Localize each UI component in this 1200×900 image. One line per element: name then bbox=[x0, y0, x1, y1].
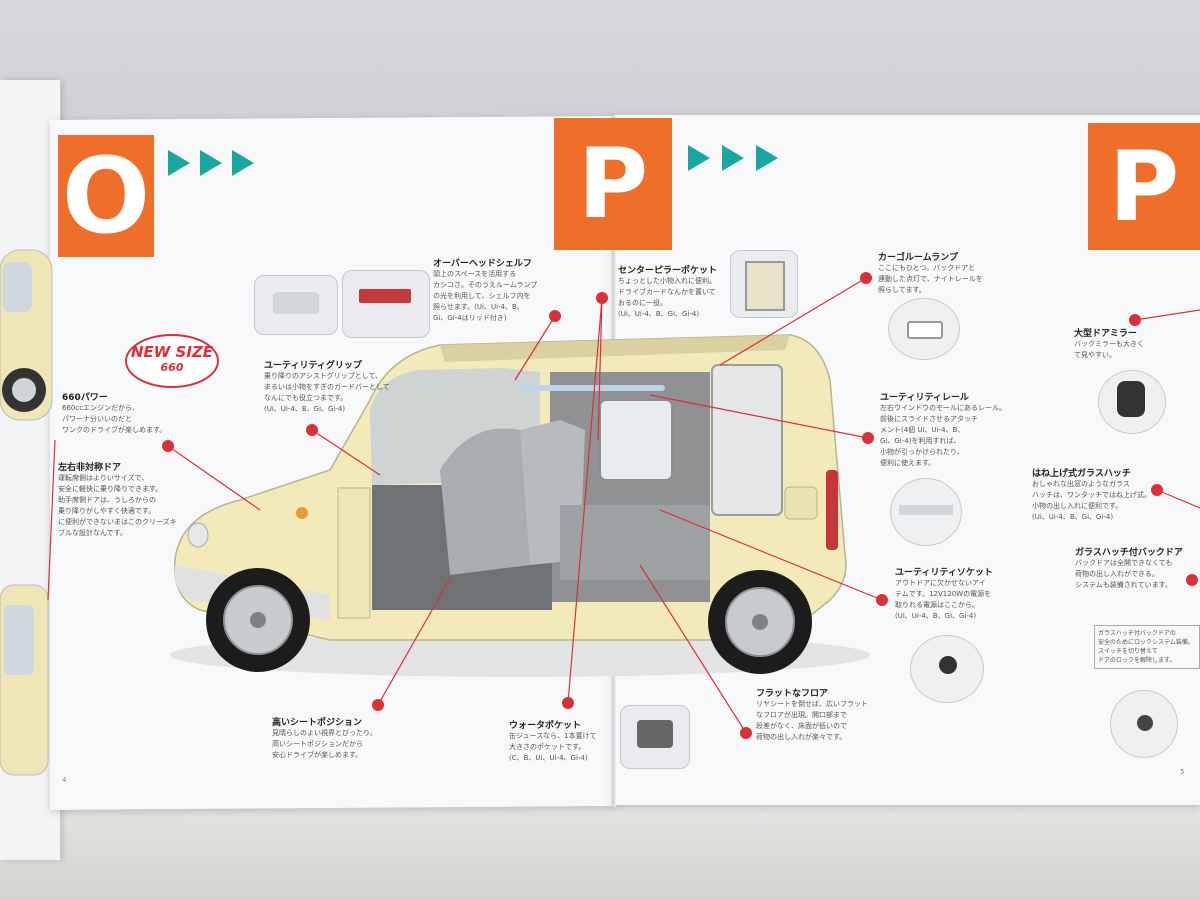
callout-body: 乗り降りのアシストグリップとして、 まるいは小物をすぎのガードバーとして なんに… bbox=[264, 372, 390, 413]
callout-title: 660パワー bbox=[62, 393, 108, 403]
callout-title: フラットなフロア bbox=[756, 689, 829, 699]
callout-body: 見晴らしのよい視界とぴったり。 高いシートポジションだから 安心ドライブが楽しめ… bbox=[272, 729, 377, 759]
note-body: ガラスハッチ付バックドアの 安全のためにロックシステム装備。 スイッチを切り替え… bbox=[1098, 630, 1194, 664]
badge-line2: 660 bbox=[160, 361, 184, 374]
callout-body: 頭上のスペースを活用する カシコさ。そのうえルームランプ の光を利用して、シェル… bbox=[433, 270, 538, 322]
callout-marker bbox=[860, 272, 872, 284]
callout-marker bbox=[1151, 484, 1163, 496]
callout-back-door: ガラスハッチ付バックドア バックドアは全開できなくても 荷物の出し入れができる。… bbox=[1075, 545, 1197, 591]
door-mirror-photo bbox=[1098, 370, 1166, 434]
callout-title: オーバーヘッドシェルフ bbox=[433, 259, 532, 269]
callout-marker bbox=[740, 727, 752, 739]
water-pocket-photo bbox=[620, 705, 690, 769]
callout-door: 左右非対称ドア 運転席側はよりいサイズで、 安全に軽快に乗り降りできます。 助手… bbox=[58, 460, 233, 539]
arrow-icon bbox=[200, 150, 222, 176]
callout-body: 左右ウインドウのモールにあるレール。 前後にスライドさせるアタッチ メント(4個… bbox=[880, 404, 1006, 467]
callout-title: センターピラーポケット bbox=[618, 266, 718, 276]
utility-rail-photo bbox=[890, 478, 962, 546]
callout-title: ガラスハッチ付バックドア bbox=[1075, 548, 1183, 558]
callout-marker bbox=[862, 432, 874, 444]
callout-body: バックミラーも大きく て見やすい。 bbox=[1074, 340, 1144, 359]
callout-overhead-shelf: オーバーヘッドシェルフ 頭上のスペースを活用する カシコさ。そのうえルームランプ… bbox=[433, 256, 568, 324]
center-pillar-pocket-photo bbox=[730, 250, 798, 318]
arrow-icon bbox=[722, 145, 744, 171]
callout-marker bbox=[876, 594, 888, 606]
callout-marker bbox=[562, 697, 574, 709]
callout-marker bbox=[596, 292, 608, 304]
previous-page-car-images bbox=[0, 249, 53, 776]
arrow-icon bbox=[756, 145, 778, 171]
cargo-lamp-photo bbox=[888, 298, 960, 360]
callout-power: 660パワー 660ccエンジンだから、 パワーナ分いいのだと ワンクのドライブ… bbox=[62, 390, 237, 436]
callout-body: ちょっとした小物入れに便利。 ドライブカードなんかを置いて おるのに一役。 (U… bbox=[618, 277, 716, 318]
utility-socket-photo bbox=[910, 635, 984, 703]
arrow-icon bbox=[688, 145, 710, 171]
hatch-lock-note: ガラスハッチ付バックドアの 安全のためにロックシステム装備。 スイッチを切り替え… bbox=[1094, 625, 1200, 669]
callout-title: 左右非対称ドア bbox=[58, 463, 122, 473]
arrow-icon bbox=[168, 150, 190, 176]
callout-title: 大型ドアミラー bbox=[1074, 329, 1137, 339]
callout-body: リヤシートを倒せば、広いフラット なフロアが出現。開口部まで 段差がなく、床面が… bbox=[756, 700, 868, 741]
callout-title: ユーティリティソケット bbox=[895, 568, 993, 578]
callout-title: ウォータポケット bbox=[509, 721, 582, 731]
callout-title: はね上げ式ガラスハッチ bbox=[1032, 469, 1131, 479]
callout-utility-socket: ユーティリティソケット アウトドアに欠かせないアイ テムです。12V120Wの電… bbox=[895, 565, 1045, 622]
callout-title: ユーティリティグリップ bbox=[264, 361, 362, 371]
callout-body: 缶ジュースなら、1本置けて 大きさのポケットです。 (C、B、Ui、Ui-4、G… bbox=[509, 732, 597, 762]
callout-flat-floor: フラットなフロア リヤシートを倒せば、広いフラット なフロアが出現。開口部まで … bbox=[756, 686, 906, 743]
callout-title: ユーティリティレール bbox=[880, 393, 969, 403]
callout-body: おしゃれな出窓のようなガラス ハッチは、ワンタッチではね上げ式。 小物の出し入れ… bbox=[1032, 480, 1151, 521]
overhead-shelf-photo bbox=[254, 275, 338, 335]
section-letter-right: P bbox=[1088, 123, 1200, 250]
callout-body: 運転席側はよりいサイズで、 安全に軽快に乗り降りできます。 助手席側ドアは、うし… bbox=[58, 474, 177, 537]
callout-title: カーゴルームランプ bbox=[878, 253, 959, 263]
section-letter-left: O bbox=[58, 135, 154, 257]
callout-utility-grip: ユーティリティグリップ 乗り降りのアシストグリップとして、 まるいは小物をすぎの… bbox=[264, 358, 439, 415]
page-number-right: 5 bbox=[1180, 768, 1185, 776]
callout-body: アウトドアに欠かせないアイ テムです。12V120Wの電源を 取りれる電源はここ… bbox=[895, 579, 992, 620]
callout-marker bbox=[549, 310, 561, 322]
callout-water-pocket: ウォータポケット 缶ジュースなら、1本置けて 大きさのポケットです。 (C、B、… bbox=[509, 718, 619, 764]
callout-utility-rail: ユーティリティレール 左右ウインドウのモールにあるレール。 前後にスライドさせる… bbox=[880, 390, 1035, 469]
section-letter-center: P bbox=[554, 118, 672, 250]
callout-body: バックドアは全開できなくても 荷物の出し入れができる。 システムも装備されていま… bbox=[1075, 559, 1173, 589]
badge-line1: NEW SIZE bbox=[130, 343, 214, 361]
callout-glass-hatch: はね上げ式ガラスハッチ おしゃれな出窓のようなガラス ハッチは、ワンタッチではね… bbox=[1032, 466, 1192, 523]
callout-marker bbox=[1129, 314, 1141, 326]
callout-marker bbox=[306, 424, 318, 436]
callout-center-pillar-pocket: センターピラーポケット ちょっとした小物入れに便利。 ドライブカードなんかを置い… bbox=[618, 263, 738, 320]
page-number-left: 4 bbox=[62, 776, 67, 784]
arrow-icon bbox=[232, 150, 254, 176]
callout-marker bbox=[372, 699, 384, 711]
callout-title: 高いシートポジション bbox=[272, 718, 363, 728]
new-size-660-badge: NEW SIZE 660 bbox=[125, 334, 219, 388]
callout-body: ここにもひとつ。バックドアと 連動した点灯で、ナイトレールを 照らしてます。 bbox=[878, 264, 983, 294]
overhead-shelf-photo-2 bbox=[342, 270, 430, 338]
callout-body: 660ccエンジンだから、 パワーナ分いいのだと ワンクのドライブが楽しめます。 bbox=[62, 404, 167, 434]
callout-marker bbox=[1186, 574, 1198, 586]
callout-seat-position: 高いシートポジション 見晴らしのよい視界とぴったり。 高いシートポジションだから… bbox=[272, 715, 422, 761]
callout-marker bbox=[162, 440, 174, 452]
callout-door-mirror: 大型ドアミラー バックミラーも大きく て見やすい。 bbox=[1074, 326, 1194, 361]
callout-cargo-lamp: カーゴルームランプ ここにもひとつ。バックドアと 連動した点灯で、ナイトレールを… bbox=[878, 250, 1028, 296]
background-top bbox=[0, 0, 1200, 120]
glass-hatch-lock-photo bbox=[1110, 690, 1178, 758]
